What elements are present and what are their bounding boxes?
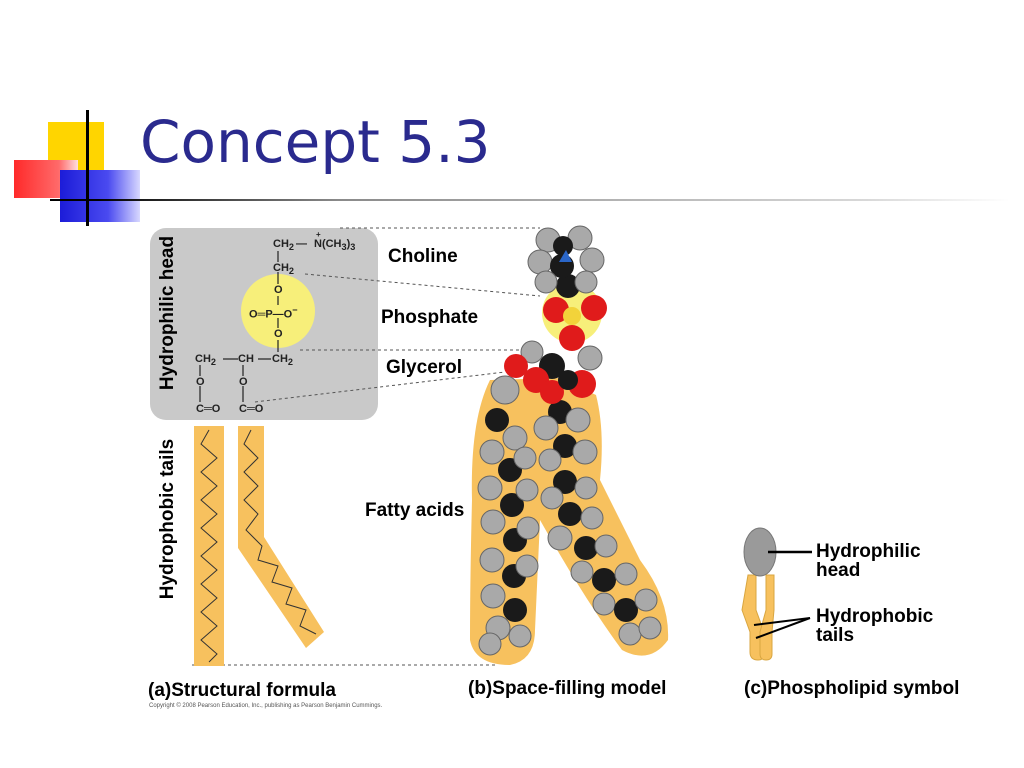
- structural-bonds: [199, 251, 279, 402]
- chem-ch2-top: CH2: [273, 238, 294, 253]
- fatty-acids-label: Fatty acids: [365, 500, 465, 521]
- glycerol-label: Glycerol: [386, 357, 463, 378]
- chem-dash: —: [296, 238, 307, 250]
- chem-o-upper: O: [274, 284, 283, 296]
- caption-c: (c)Phospholipid symbol: [744, 678, 959, 700]
- caption-c-letter: (c): [744, 678, 768, 699]
- chem-carbonyl-left: C═O: [196, 403, 221, 415]
- chem-n-plus: +: [316, 230, 321, 239]
- caption-b-letter: (b): [468, 678, 493, 699]
- tail-left-straight: [194, 426, 224, 666]
- zigzag-left: [200, 429, 218, 663]
- choline-label: Choline: [388, 246, 458, 267]
- caption-b: (b)Space-filling model: [468, 678, 666, 700]
- hydrophilic-head-label: Hydrophilic head: [157, 235, 178, 391]
- chem-carbonyl-right: C═O: [239, 403, 264, 415]
- phosphate-label: Phosphate: [381, 307, 479, 328]
- choline-atoms: [527, 225, 605, 298]
- connector-lines: [192, 227, 541, 666]
- title-underline: [50, 199, 1010, 201]
- phospholipid-symbol: [741, 527, 812, 661]
- symbol-tail-label: Hydrophobic tails: [816, 606, 934, 646]
- slide-title: Concept 5.3: [140, 108, 491, 176]
- caption-a-letter: (a): [148, 680, 172, 701]
- right-tail-atoms: [533, 400, 662, 646]
- tail-right-bent: [238, 426, 324, 648]
- decor-blue-bar: [60, 170, 140, 222]
- chem-n-group: N(CH3)3: [314, 238, 356, 253]
- zigzag-right: [243, 429, 317, 635]
- chem-glycerol-right: CH2: [272, 353, 293, 368]
- phosphate-highlight-circle: [241, 274, 315, 348]
- glycerol-atoms: [504, 340, 603, 404]
- caption-a: (a)Structural formula: [148, 680, 336, 702]
- chem-ch2-second: CH2: [273, 262, 294, 277]
- phosphate-atoms: [543, 295, 607, 351]
- chem-ester-o-left: O: [196, 376, 205, 388]
- chem-o-lower: O: [274, 328, 283, 340]
- decor-vertical-line: [86, 110, 89, 226]
- caption-c-text: Phospholipid symbol: [767, 678, 960, 699]
- hydrophobic-tails-label: Hydrophobic tails: [157, 438, 178, 600]
- chem-ester-o-right: O: [239, 376, 248, 388]
- chem-phosphate-row: O═P—O−: [249, 305, 298, 321]
- chem-glycerol-left: CH2: [195, 353, 216, 368]
- left-tail-atoms: [477, 375, 540, 656]
- caption-a-text: Structural formula: [171, 680, 336, 701]
- caption-b-text: Space-filling model: [492, 678, 667, 699]
- chem-glycerol-mid: CH: [238, 353, 254, 365]
- copyright-notice: Copyright © 2008 Pearson Education, Inc.…: [149, 703, 383, 709]
- symbol-head-label: Hydrophilic head: [816, 541, 921, 581]
